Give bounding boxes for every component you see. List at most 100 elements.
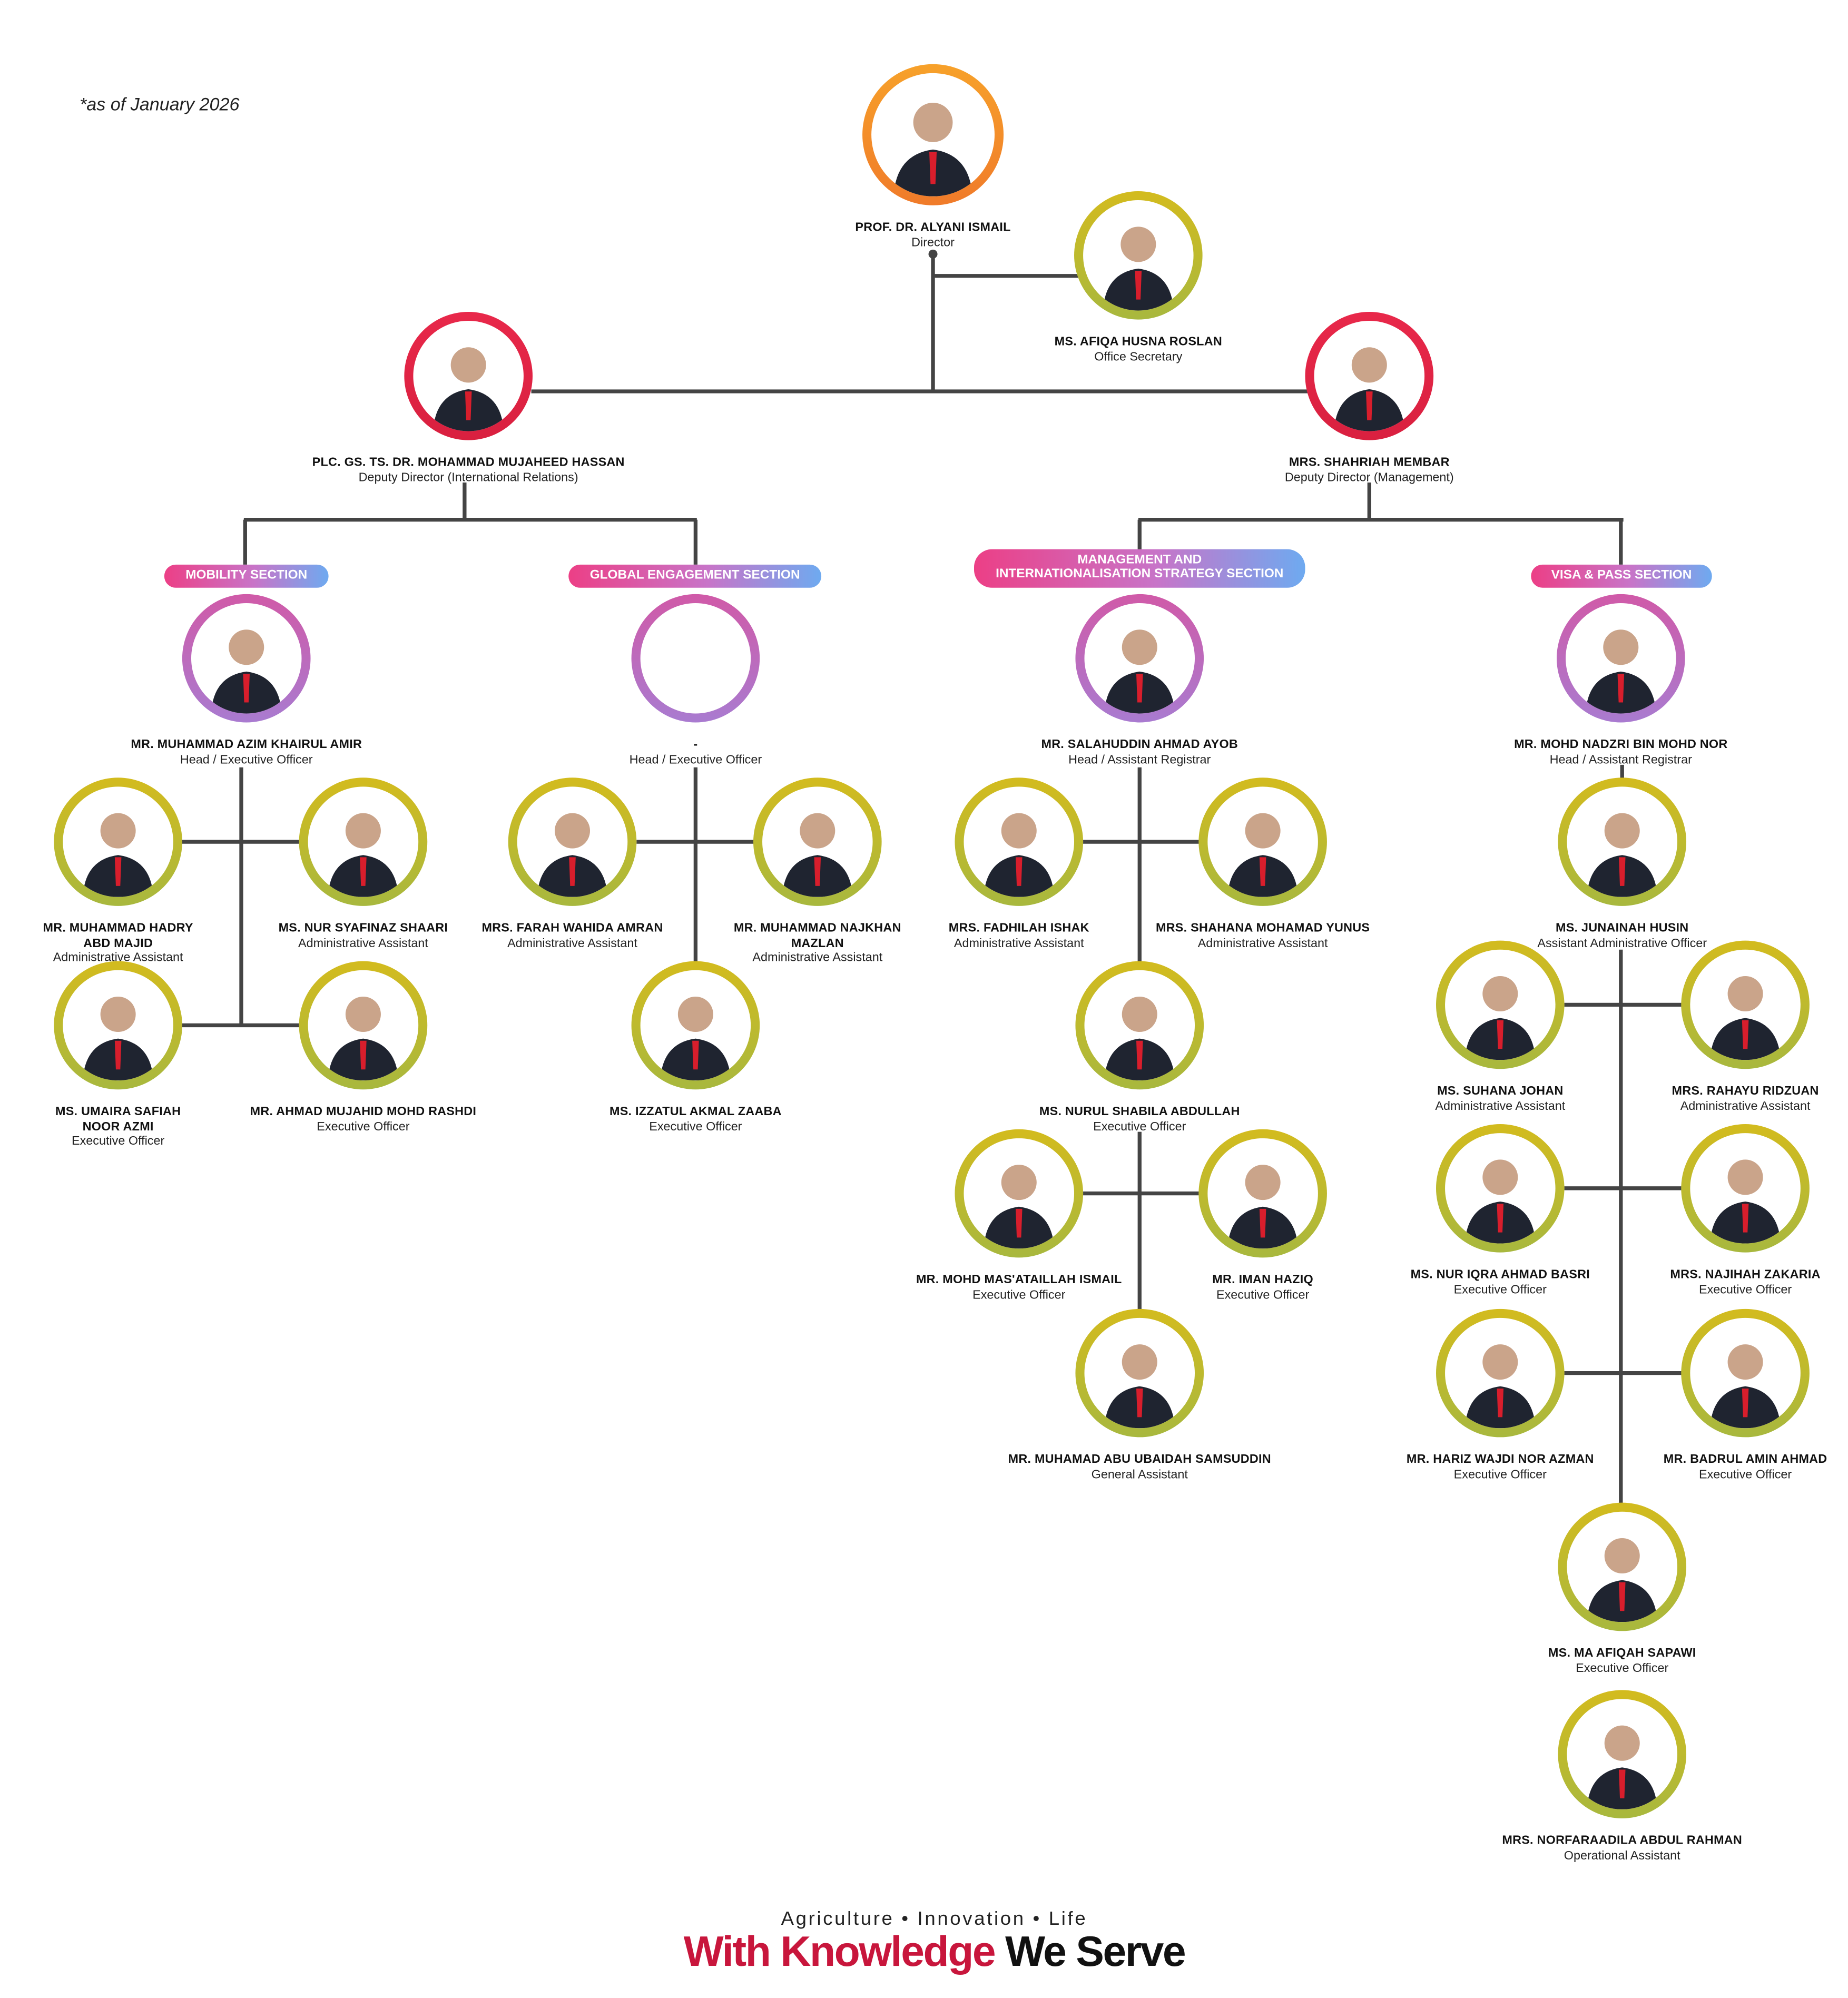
avatar-icon [640,603,751,714]
staff-role: Director [911,235,955,250]
staff-name: MRS. NAJIHAH ZAKARIA [1670,1267,1821,1282]
section-label-line2: INTERNATIONALISATION STRATEGY SECTION [996,566,1284,581]
profile-photo [1075,594,1204,723]
staff-name: MR. MOHD MAS'ATAILLAH ISMAIL [916,1273,1122,1287]
profile-photo [1556,594,1685,723]
profile-photo [54,961,182,1090]
avatar-icon [1207,1138,1318,1249]
slogan-part2: We Serve [1005,1927,1186,1975]
staff-name: MR. MOHD NADZRI BIN MOHD NOR [1514,737,1728,752]
staff-label: -Head / Executive Officer [554,738,837,767]
staff-name: MR. MUHAMMAD HADRY ABD MAJID [43,921,193,950]
staff-role: Executive Officer [1216,1287,1310,1302]
profile-photo [631,961,760,1090]
staff-role: Executive Officer [1698,1282,1792,1297]
staff-role: Head / Assistant Registrar [1068,752,1211,767]
avatar-icon [762,786,873,897]
staff-role: Executive Officer [72,1134,165,1149]
staff-role: Executive Officer [1698,1467,1792,1482]
avatar-icon [1567,1511,1677,1622]
staff-name: MRS. SHAHRIAH MEMBAR [1289,455,1450,470]
avatar-icon [517,786,628,897]
profile-photo [404,311,533,440]
profile-photo [1558,777,1687,906]
staff-name: - [693,737,698,752]
staff-role: Executive Officer [1576,1661,1669,1676]
avatar-icon [1567,1699,1677,1809]
profile-photo [1074,191,1203,320]
profile-photo [1075,961,1204,1090]
staff-role: Head / Executive Officer [180,752,313,767]
connector-dot [928,249,938,259]
staff-role: Executive Officer [972,1287,1066,1302]
staff-role: Deputy Director (International Relations… [358,470,578,485]
staff-name: MR. SALAHUDDIN AHMAD AYOB [1041,737,1238,752]
staff-role: Administrative Assistant [752,951,883,965]
staff-role: Office Secretary [1094,349,1183,364]
avatar-icon [1690,949,1801,1060]
staff-role: Head / Executive Officer [629,752,762,767]
staff-role: Executive Officer [1453,1467,1547,1482]
avatar-icon [1207,786,1318,897]
as-of-note: *as of January 2026 [80,93,240,114]
profile-photo [1681,1124,1810,1253]
avatar-icon [640,970,751,1081]
avatar-icon [1690,1133,1801,1244]
profile-photo [1681,940,1810,1069]
staff-name: PROF. DR. ALYANI ISMAIL [855,221,1011,235]
profile-photo [753,777,882,906]
staff-name: MS. UMAIRA SAFIAH NOOR AZMI [55,1105,181,1134]
section-mobility: MOBILITY SECTION [164,564,329,588]
avatar-icon [308,786,419,897]
footer-tagline: Agriculture • Innovation • Life [781,1908,1088,1930]
staff-role: Executive Officer [1093,1119,1186,1134]
profile-photo [299,777,428,906]
staff-role: Head / Assistant Registrar [1549,752,1692,767]
staff-name: MS. AFIQA HUSNA ROSLAN [1054,334,1222,349]
profile-photo [1198,777,1327,906]
avatar-icon [1084,1317,1195,1429]
avatar-icon [1567,786,1677,897]
slogan-part1: With Knowledge [683,1927,996,1975]
avatar-icon [964,786,1075,897]
profile-photo [1558,1502,1687,1631]
staff-name: MS. SUHANA JOHAN [1437,1084,1564,1099]
avatar-icon [1445,1133,1556,1244]
staff-name: MR. AHMAD MUJAHID MOHD RASHDI [250,1105,477,1119]
staff-role: Administrative Assistant [298,936,428,950]
staff-role: Executive Officer [317,1119,410,1134]
staff-role: Executive Officer [649,1119,742,1134]
profile-photo [1681,1308,1810,1438]
avatar-icon [1314,321,1425,431]
staff-name: MS. IZZATUL AKMAL ZAABA [609,1105,782,1119]
staff-name: MRS. NORFARAADILA ABDUL RAHMAN [1502,1834,1743,1848]
section-label-line1: MANAGEMENT AND [1077,553,1202,567]
avatar-icon [1083,200,1194,311]
staff-name: MS. NUR SYAFINAZ SHAARI [278,921,448,936]
staff-name: MR. MUHAMMAD NAJKHAN MAZLAN [733,921,901,950]
staff-role: Administrative Assistant [1197,936,1328,950]
staff-role: Administrative Assistant [954,936,1084,950]
staff-name: MR. MUHAMAD ABU UBAIDAH SAMSUDDIN [1008,1452,1271,1467]
staff-name: MS. NURUL SHABILA ABDULLAH [1039,1105,1240,1119]
staff-role: Administrative Assistant [507,936,637,950]
profile-photo [1436,940,1565,1069]
avatar-icon [63,970,173,1081]
avatar-icon [63,786,173,897]
avatar-icon [1690,1317,1801,1429]
section-visa-pass: VISA & PASS SECTION [1531,564,1712,588]
